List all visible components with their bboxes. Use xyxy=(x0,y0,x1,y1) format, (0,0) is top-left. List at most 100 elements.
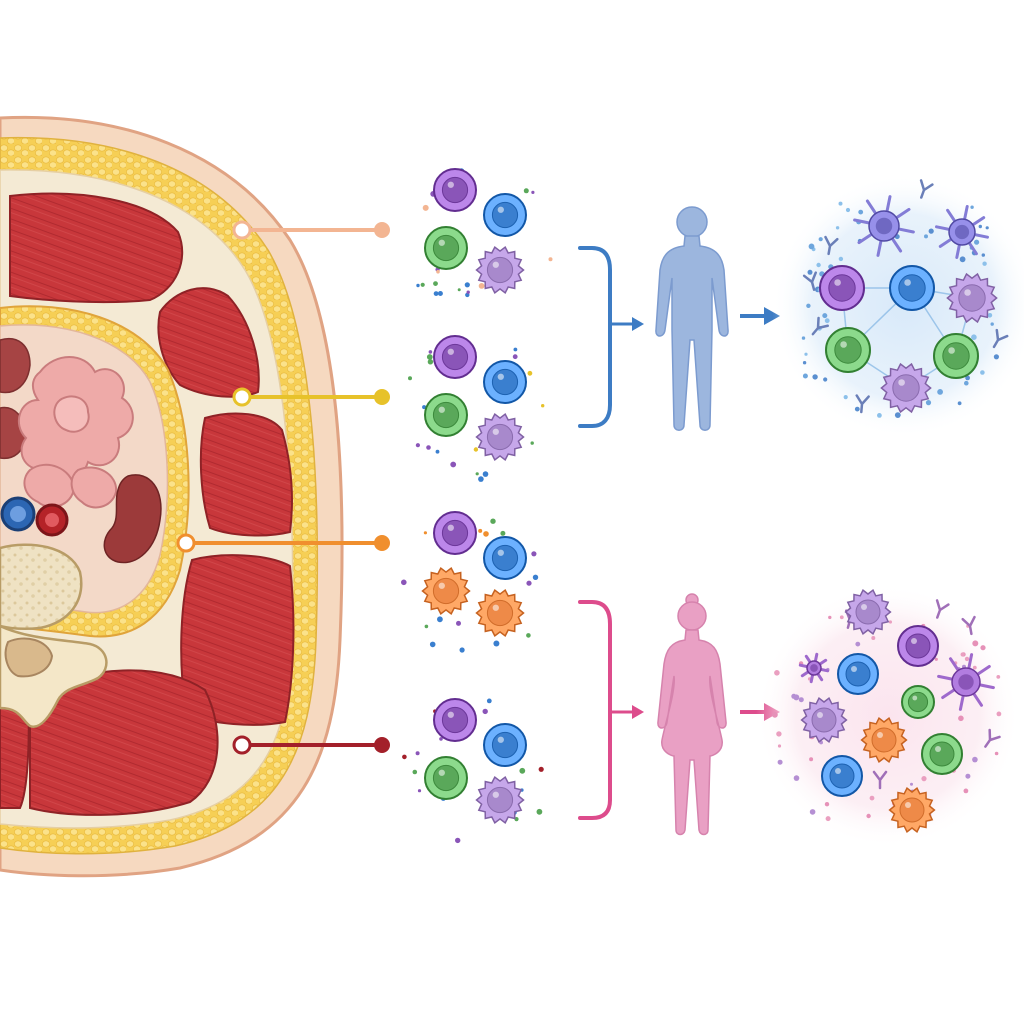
cell-cluster-skeletal-muscle xyxy=(402,698,544,844)
cytokine-dot xyxy=(428,350,433,354)
female-bracket xyxy=(578,600,612,820)
cytokine-dot xyxy=(985,226,989,230)
antibody-icon xyxy=(984,728,1001,748)
kidney xyxy=(103,474,162,564)
cytokine-dot xyxy=(401,579,407,586)
cytokine-dot xyxy=(928,228,934,234)
cytokine-dot xyxy=(858,209,864,215)
cytokine-dot xyxy=(869,795,875,801)
cytokine-dot xyxy=(965,375,970,381)
cytokine-dot xyxy=(435,449,440,454)
cytokine-dot xyxy=(958,715,964,722)
cytokine-dot xyxy=(972,640,979,647)
cytokine-dot xyxy=(994,751,999,756)
cell-green-icon xyxy=(424,393,468,437)
cytokine-dot xyxy=(824,802,830,807)
cytokine-dot xyxy=(433,291,439,296)
cell-purple-icon xyxy=(433,168,477,212)
cytokine-dot xyxy=(825,816,831,822)
cytokine-dot xyxy=(478,528,483,533)
cell-orange-icon xyxy=(888,787,936,833)
cell-blue-icon xyxy=(889,265,935,311)
cytokine-dot xyxy=(475,472,479,476)
cytokine-dot xyxy=(894,412,901,418)
cytokine-dot xyxy=(772,711,778,718)
cell-lavender-icon xyxy=(880,362,932,414)
cell-blue-icon xyxy=(837,653,879,695)
cell-lavender-icon xyxy=(475,775,525,825)
cytokine-dot xyxy=(982,261,987,266)
antibody-icon xyxy=(961,615,976,636)
cytokine-dot xyxy=(838,256,844,262)
muscle-block-5 xyxy=(29,669,219,816)
cell-lavender-icon xyxy=(475,245,525,295)
cytokine-dot xyxy=(806,303,811,308)
cytokine-dot xyxy=(464,282,470,288)
cytokine-dot xyxy=(809,809,816,815)
cytokine-dot xyxy=(437,616,443,623)
cytokine-dot xyxy=(459,647,465,653)
cell-blue-icon xyxy=(483,536,527,580)
cytokine-dot xyxy=(959,256,966,263)
cytokine-dot xyxy=(971,334,977,341)
antibody-icon xyxy=(919,179,934,199)
cytokine-dot xyxy=(777,744,782,748)
cytokine-dot xyxy=(804,352,808,356)
muscle-block-3 xyxy=(199,412,293,537)
cytokine-dot xyxy=(807,269,813,275)
cytokine-dot xyxy=(963,788,969,794)
cell-lavender-icon xyxy=(475,412,525,462)
dendritic-cell-icon xyxy=(935,205,989,259)
cytokine-dot xyxy=(802,361,807,365)
cell-cluster-visceral-fat xyxy=(401,511,539,653)
cytokine-dot xyxy=(512,354,518,360)
cytokine-dot xyxy=(854,406,860,412)
cytokine-dot xyxy=(426,445,431,450)
cytokine-dot xyxy=(964,656,970,662)
cell-purple-icon xyxy=(433,335,477,379)
cell-purple-icon xyxy=(433,511,477,555)
cloud-cell-populations xyxy=(772,179,1009,833)
muscle-block-2 xyxy=(157,287,260,398)
cytokine-dot xyxy=(433,281,438,286)
cytokine-dot xyxy=(996,675,1001,679)
cytokine-dot xyxy=(420,282,425,287)
cytokine-dot xyxy=(980,645,986,651)
cytokine-dot xyxy=(776,731,782,737)
cytokine-dot xyxy=(473,447,479,452)
cytokine-dot xyxy=(450,461,457,468)
cytokine-dot xyxy=(541,404,545,408)
cell-purple-icon xyxy=(897,625,939,667)
cytokine-dot xyxy=(490,518,496,524)
cell-purple-icon xyxy=(433,698,477,742)
cytokine-dot xyxy=(527,370,533,376)
cytokine-dot xyxy=(843,395,848,400)
cytokine-dot xyxy=(536,808,543,815)
intestine-loops xyxy=(17,356,134,509)
cytokine-dot xyxy=(774,670,780,676)
cytokine-dot xyxy=(957,401,962,406)
cytokine-dot xyxy=(437,291,443,296)
cell-blue-icon xyxy=(821,755,863,797)
cytokine-dot xyxy=(422,204,429,211)
cytokine-dot xyxy=(965,773,971,779)
cell-green-icon xyxy=(901,685,935,719)
cytokine-dot xyxy=(816,262,821,268)
cytokine-dot xyxy=(538,766,544,772)
cytokine-dot xyxy=(482,471,489,477)
dendritic-cell-icon xyxy=(937,653,995,711)
cytokine-dot xyxy=(457,288,461,292)
dendritic-cell-icon xyxy=(798,652,830,684)
dendritic-cell-icon xyxy=(853,195,915,257)
cytokine-dot xyxy=(809,757,814,762)
cell-green-icon xyxy=(424,756,468,800)
cytokine-dot xyxy=(439,737,443,741)
cytokine-dot xyxy=(408,376,412,381)
cytokine-dot xyxy=(925,400,932,406)
muscle-block-4 xyxy=(180,554,295,726)
antibody-icon xyxy=(992,328,1009,349)
cytokine-dot xyxy=(530,441,534,445)
cell-orange-icon xyxy=(475,588,525,638)
cytokine-dot xyxy=(828,615,832,620)
